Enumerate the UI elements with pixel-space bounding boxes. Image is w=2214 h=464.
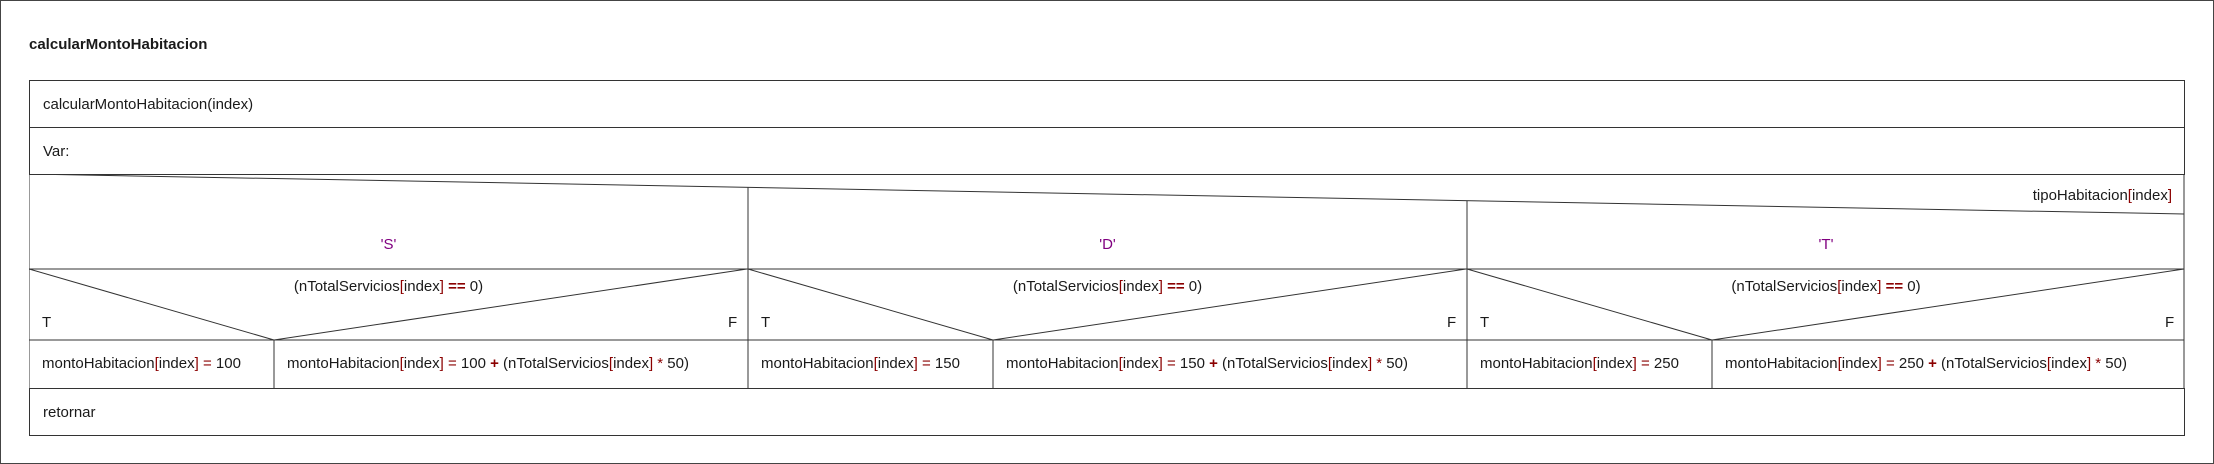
var-label: Var: (43, 143, 70, 160)
function-header-block: calcularMontoHabitacion(index) (29, 80, 2185, 128)
function-signature: calcularMontoHabitacion(index) (43, 96, 254, 113)
switch-index: index (2131, 187, 2168, 204)
condition-right-diagonal (1711, 268, 2185, 341)
switch-bracket-close: ] (2167, 187, 2172, 204)
switch-expression: tipoHabitacion[index] (2033, 187, 2172, 204)
nassi-shneiderman-diagram: calcularMontoHabitacion(index) Var: tipo… (29, 80, 2185, 436)
diagram-title: calcularMontoHabitacion (29, 36, 208, 53)
return-label: retornar (43, 404, 96, 421)
switch-diagonal (29, 174, 2185, 215)
condition-right-diagonal (992, 268, 1467, 341)
condition-right-diagonal (273, 268, 748, 341)
var-block: Var: (29, 127, 2185, 175)
switch-bracket-open: [ (2127, 187, 2132, 204)
condition-left-diagonal (1466, 268, 1713, 341)
case-structure (29, 174, 2185, 388)
condition-left-diagonal (747, 268, 994, 341)
case-lines (29, 174, 2185, 388)
switch-var: tipoHabitacion (2032, 187, 2128, 204)
return-block: retornar (29, 388, 2185, 436)
condition-left-diagonal (29, 268, 275, 341)
